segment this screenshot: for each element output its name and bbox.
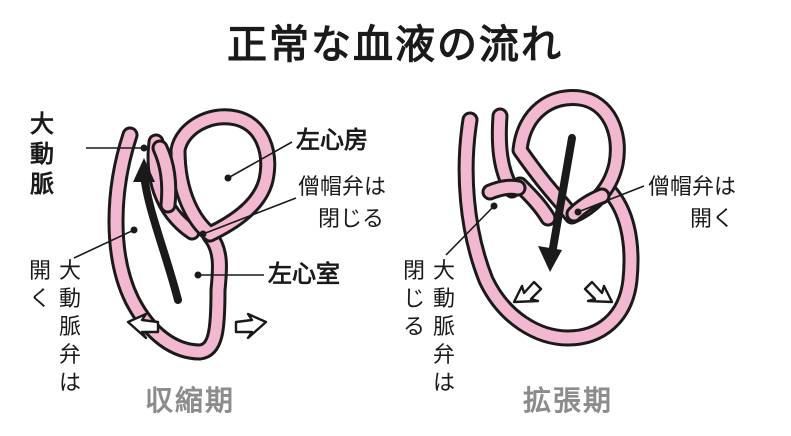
sys-aortic-vertical-col-1: 開く — [29, 259, 51, 312]
diastole-aortic-valve-fill — [484, 181, 524, 198]
diastole-ventricle-wall-fill — [460, 114, 637, 344]
systole-heart — [73, 108, 297, 361]
diastole-ventricle-wall — [457, 111, 640, 347]
systole-contract-arrow-right — [234, 312, 268, 340]
systole-mitral-leader — [202, 197, 297, 235]
systole-aortic-valve-leader — [73, 229, 135, 259]
dia-aortic-vertical-col-0: 大動脈弁は — [433, 259, 455, 396]
left-atrium-leader — [227, 141, 293, 179]
left-atrium-label: 左心房 — [296, 126, 368, 154]
systole-mitral-label-line2: 閉じる — [318, 207, 384, 232]
dia-aortic-vertical-col-1: 閉じる — [403, 259, 425, 340]
systole-phase-label: 収縮期 — [145, 384, 235, 417]
diastole-expand-arrow-left — [512, 280, 543, 304]
diastole-phase-label: 拡張期 — [523, 384, 613, 417]
diastole-expand-arrow-right — [583, 280, 614, 304]
diastole-aortic-valve-leader — [445, 205, 495, 256]
systole-ventricle-wall-fill — [110, 129, 226, 358]
diastole-mitral-label-line1: 僧帽弁は — [648, 175, 736, 200]
diagram-title: 正常な血液の流れ — [227, 22, 563, 68]
systole-flow-arrow — [140, 171, 182, 304]
diastole-heart — [445, 88, 645, 347]
diastole-mitral-leader — [577, 185, 645, 213]
systole-mitral-label-line1: 僧帽弁は — [298, 175, 386, 200]
aorta-vertical-label: 大動脈 — [30, 110, 54, 198]
aorta-vertical-col-0: 大動脈 — [30, 110, 54, 198]
sys-aortic-vertical-col-0: 大動脈弁は — [59, 259, 81, 396]
diastole-mitral-label-line2: 開く — [690, 207, 734, 232]
diastole-flow-arrowhead — [538, 246, 562, 272]
diastole-flow-arrow — [549, 134, 576, 252]
systole-atrium-wall-fill — [172, 111, 274, 240]
systole-contract-arrow-left — [126, 312, 160, 340]
left-ventricle-label: 左心室 — [268, 260, 340, 288]
systole-aortic-leaflet-fill — [154, 142, 175, 211]
systole-flow-arrowhead — [133, 158, 155, 182]
